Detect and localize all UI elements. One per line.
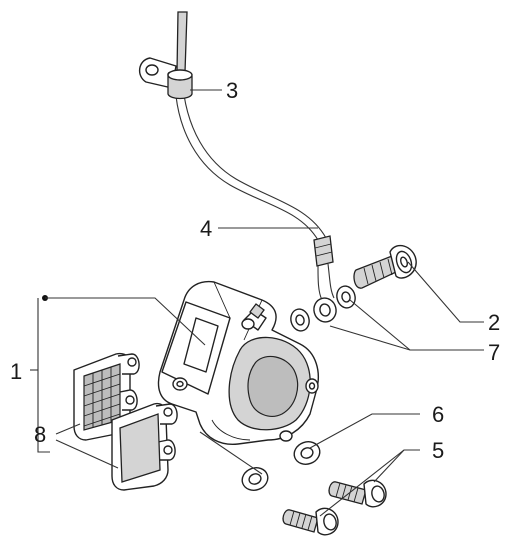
- callout-labels: 1 2 3 4 5 6 7 8: [10, 78, 500, 463]
- mounting-bolts: [282, 479, 387, 536]
- callout-1: 1: [10, 359, 22, 384]
- callout-8: 8: [34, 422, 46, 447]
- callout-3: 3: [226, 78, 238, 103]
- callout-4: 4: [200, 216, 212, 241]
- brake-hose: [175, 11, 335, 301]
- brake-caliper: [157, 280, 319, 445]
- banjo-bolt: [353, 244, 417, 289]
- leader-lines: [30, 89, 484, 517]
- copper-washers: [290, 285, 356, 332]
- callout-2: 2: [488, 310, 500, 335]
- mounting-washers: [241, 441, 321, 491]
- brake-pad-front: [111, 402, 178, 491]
- callout-5: 5: [432, 438, 444, 463]
- hose-clamp: [139, 57, 193, 100]
- callout-6: 6: [432, 402, 444, 427]
- callout-7: 7: [488, 340, 500, 365]
